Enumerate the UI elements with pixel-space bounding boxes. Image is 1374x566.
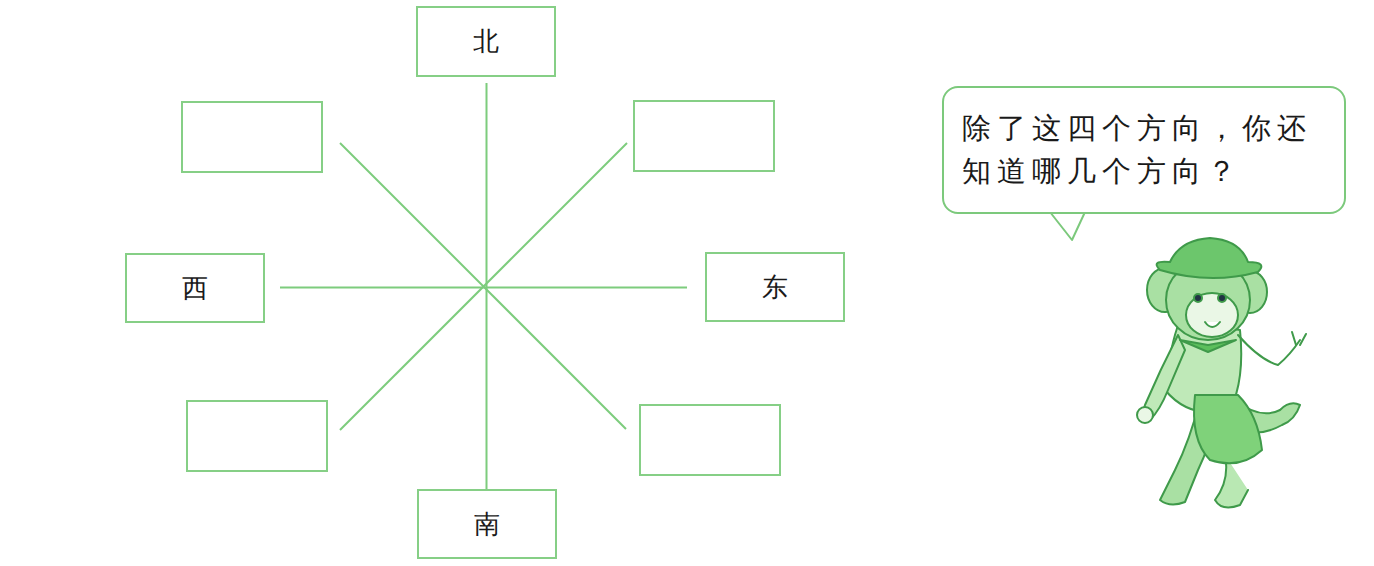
direction-line — [280, 287, 687, 289]
direction-box: 北 — [416, 6, 556, 77]
empty-box — [634, 101, 774, 171]
diagonal-line — [340, 143, 626, 429]
monkey-illustration — [1137, 238, 1306, 508]
bubble-text: 除了这四个方向，你还知道哪几个方向？ — [962, 107, 1326, 194]
direction-label: 南 — [474, 507, 500, 542]
direction-box: 东 — [705, 252, 845, 322]
direction-label: 西 — [182, 271, 208, 306]
direction-label: 东 — [762, 270, 788, 305]
direction-box: 西 — [125, 253, 265, 323]
direction-label: 北 — [473, 24, 499, 59]
empty-box — [640, 405, 780, 475]
direction-box: 南 — [417, 489, 557, 559]
empty-box — [187, 401, 327, 471]
empty-box — [182, 102, 322, 172]
direction-line — [486, 83, 488, 489]
speech-bubble: 除了这四个方向，你还知道哪几个方向？ — [942, 86, 1346, 214]
bubble-tail — [1050, 212, 1085, 240]
